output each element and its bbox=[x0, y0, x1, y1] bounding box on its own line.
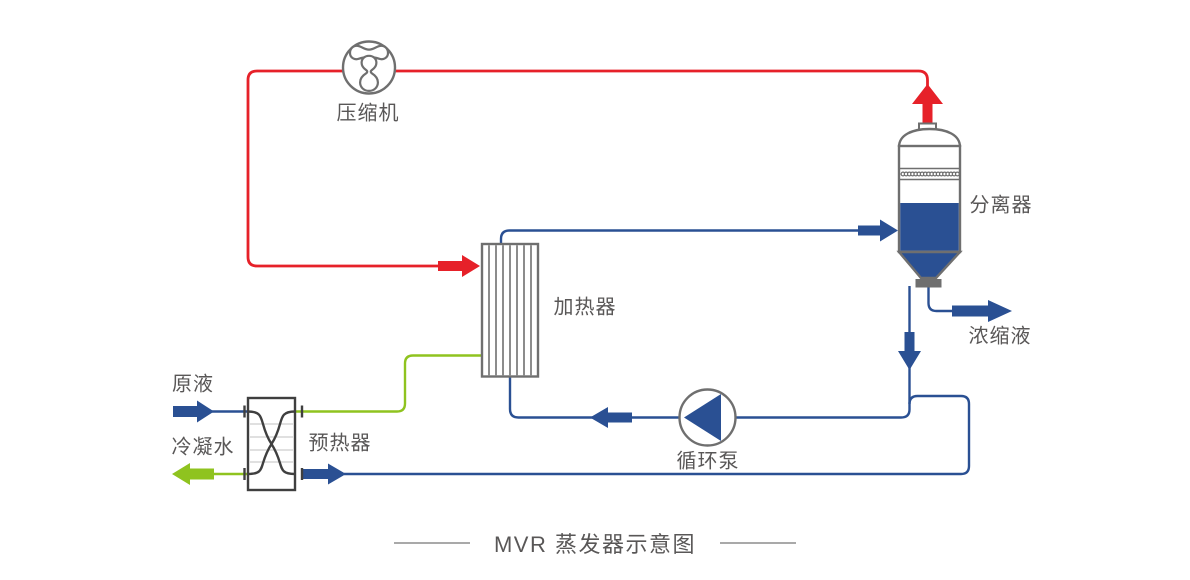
circulation-pump-icon bbox=[678, 388, 737, 447]
steam-into-heater-arrow bbox=[438, 255, 480, 277]
feed-in-arrow bbox=[173, 400, 214, 423]
steam-pipe bbox=[246, 69, 929, 268]
preheater-block bbox=[243, 396, 304, 492]
preheater-label: 预热器 bbox=[308, 432, 372, 455]
separator-discharge-down-arrow bbox=[898, 332, 921, 370]
vapor-to-separator-pipe bbox=[499, 229, 862, 245]
concentrate-pipe bbox=[927, 286, 956, 313]
heater-block bbox=[480, 242, 540, 378]
concentrate-right-arrow bbox=[952, 300, 1012, 322]
condensate-stream-label: 冷凝水 bbox=[171, 436, 235, 459]
separator-label: 分离器 bbox=[969, 194, 1033, 217]
preheater-port-ticks bbox=[243, 405, 304, 480]
heater-tubes bbox=[488, 245, 532, 376]
diagram-title-row: MVR 蒸发器示意图 bbox=[0, 527, 1190, 559]
feed-pipe bbox=[344, 394, 971, 476]
separator-vessel bbox=[896, 122, 963, 288]
separator-liquid bbox=[900, 203, 959, 251]
preheater-cross-flow-2 bbox=[247, 410, 296, 476]
vapor-into-separator-arrow bbox=[858, 219, 898, 242]
concentrate-stream-label: 浓缩液 bbox=[968, 325, 1032, 348]
separator-bottom-flange bbox=[915, 279, 942, 288]
compressor-label: 压缩机 bbox=[336, 102, 400, 125]
preheater-outlet-arrow bbox=[301, 463, 346, 485]
diagram-title: MVR 蒸发器示意图 bbox=[493, 532, 696, 557]
compressor-icon bbox=[341, 40, 397, 95]
heater-label: 加热器 bbox=[553, 296, 617, 319]
feed-stream-label: 原液 bbox=[172, 373, 214, 396]
steam-up-arrow bbox=[912, 84, 943, 124]
title-left-rule bbox=[393, 542, 470, 544]
separator-cone bbox=[896, 250, 963, 280]
demister-band bbox=[899, 167, 960, 181]
condensate-out-arrow bbox=[172, 463, 214, 485]
condensate-pipe bbox=[296, 354, 482, 413]
preheater-plates bbox=[250, 423, 293, 463]
circulation-left-arrow bbox=[590, 407, 632, 428]
title-right-rule bbox=[720, 542, 796, 544]
pump-label: 循环泵 bbox=[676, 450, 740, 473]
separator-dome bbox=[897, 127, 962, 148]
